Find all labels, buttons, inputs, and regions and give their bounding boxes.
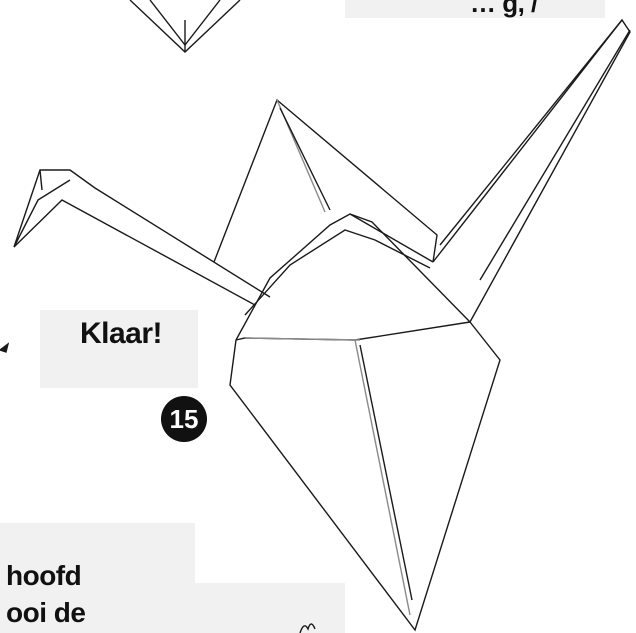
- step-number-badge: 15: [161, 396, 207, 442]
- crane-tail: [433, 20, 630, 322]
- top-caption: … g, /: [470, 0, 538, 19]
- finish-label: Klaar!: [80, 317, 162, 351]
- bottom-caption-line2: ooi de: [6, 597, 85, 629]
- crane-wing: [214, 100, 437, 262]
- bottom-caption-line1: hoofd: [6, 560, 81, 592]
- crane-body: [230, 214, 500, 630]
- left-arrow-tip: [0, 344, 8, 352]
- bottom-scribble: [300, 624, 315, 633]
- previous-step-diamond: [130, 0, 240, 52]
- crane-neck-head: [14, 170, 270, 305]
